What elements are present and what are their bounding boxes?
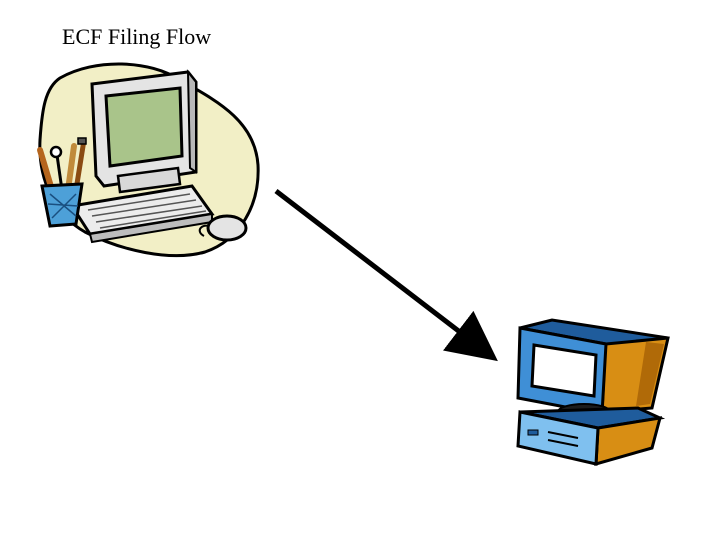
sender-mouse	[206, 214, 248, 242]
flow-arrow	[274, 189, 498, 362]
receiver-monitor-screen	[530, 343, 598, 398]
slide-title: ECF Filing Flow	[62, 24, 212, 49]
pencil-cup	[37, 137, 87, 228]
sender-monitor-screen	[104, 86, 184, 168]
receiver-base-unit	[516, 410, 600, 466]
receiver-computer-icon	[516, 318, 670, 467]
sender-computer-icon	[37, 62, 260, 258]
